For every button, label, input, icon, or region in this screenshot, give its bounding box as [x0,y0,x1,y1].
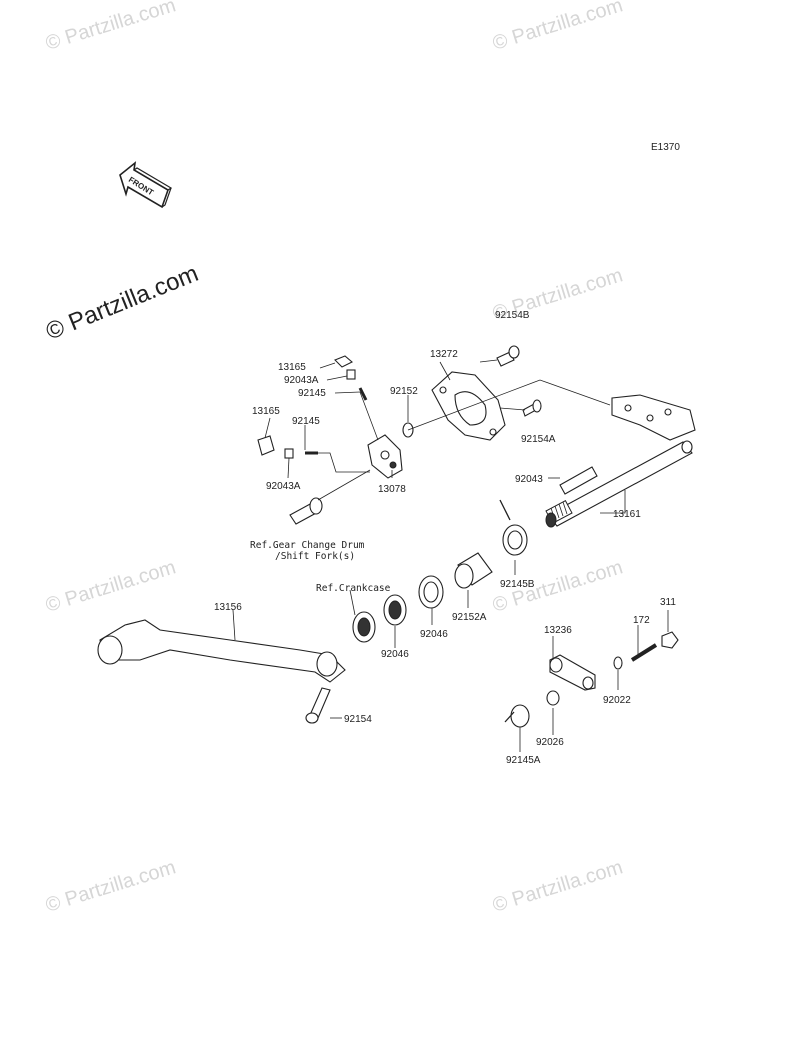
part-label: 13156 [214,602,242,613]
part-label: 92152 [390,386,418,397]
part-labels: 92154B 13272 13165 92043A 92145 92152 13… [214,310,676,766]
part-label: 92046 [420,629,448,640]
part-label: 92026 [536,737,564,748]
part-label: 92043A [266,481,301,492]
part-label: 311 [660,597,676,608]
watermark: © Partzilla.com [43,856,178,916]
part-label: 92145B [500,579,535,590]
small-parts-upper [257,355,368,459]
watermarks: © Partzilla.com © Partzilla.com © Partzi… [42,0,625,917]
ref-label: Ref.Gear Change Drum [250,540,365,551]
ref-label: Ref.Crankcase [316,583,391,594]
part-label: 92022 [603,695,631,706]
shift-shaft-13161 [545,394,696,528]
part-label: 92154 [344,714,372,725]
lower-right-linkage [504,631,679,728]
reference-labels: Ref.Gear Change Drum /Shift Fork(s) Ref.… [250,540,391,594]
watermark-dark: © Partzilla.com [42,260,202,346]
part-label: 92043A [284,375,319,386]
pin-92043A-b [284,448,294,459]
part-label: 13161 [613,509,641,520]
part-label: 92145 [292,416,320,427]
pin-92043A [346,369,356,380]
bolt-92154 [305,687,331,724]
part-label: 13272 [430,349,458,360]
shift-pedal-13156 [97,619,346,683]
part-label: 92043 [515,474,543,485]
part-label: 92154B [495,310,530,321]
part-label: 13236 [544,625,572,636]
bolt-92154B [496,345,520,367]
ref-label: /Shift Fork(s) [275,551,355,562]
gear-change-pin [289,497,323,525]
front-arrow-icon: FRONT [119,161,173,209]
shaft-bearings [352,552,493,643]
part-label: 92145A [506,755,541,766]
watermark: © Partzilla.com [43,0,178,55]
part-label: 92154A [521,434,556,445]
leader-lines [232,359,669,752]
diagram-code: E1370 [651,142,680,153]
bolt-92154A [522,399,542,417]
watermark: © Partzilla.com [43,556,178,616]
watermark: © Partzilla.com [490,856,625,916]
part-label: 92152A [452,612,487,623]
spring-92145B [499,499,528,556]
part-label: 13165 [278,362,306,373]
pawl-13165 [334,355,353,368]
plate-13272 [431,371,506,441]
part-label: 13165 [252,406,280,417]
watermark: © Partzilla.com [490,0,625,55]
part-label: 92145 [298,388,326,399]
part-label: 92046 [381,649,409,660]
pawl-13165-b [257,435,275,456]
shift-mechanism-13078 [367,434,403,479]
pin-92043 [559,466,598,495]
part-label: 172 [633,615,650,626]
part-label: 13078 [378,484,406,495]
